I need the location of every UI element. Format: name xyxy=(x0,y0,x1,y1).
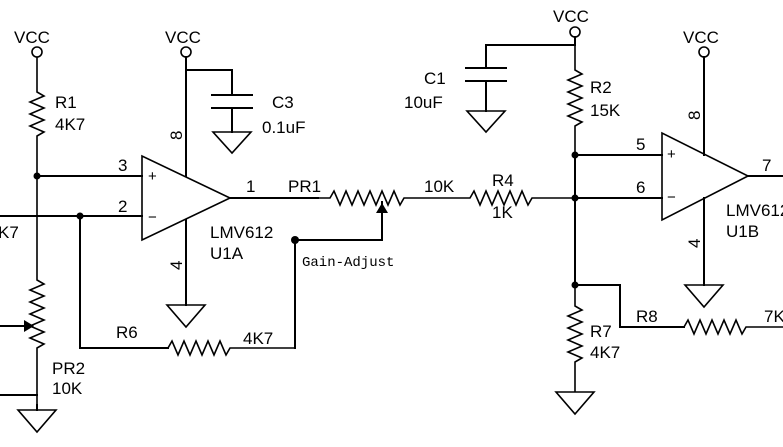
left-cut-label: K7 xyxy=(0,223,19,242)
r1-resistor: R1 4K7 xyxy=(27,57,85,176)
r2-value: 15K xyxy=(590,101,621,120)
c1-value: 10uF xyxy=(404,93,443,112)
u1a-pin8: 8 xyxy=(167,131,186,140)
r4-value: 1K xyxy=(492,203,513,222)
pr1-potentiometer: PR1 10K xyxy=(288,177,455,241)
u1b-pin6: 6 xyxy=(636,178,645,197)
c3-value: 0.1uF xyxy=(262,118,305,137)
vcc-label: VCC xyxy=(165,28,201,47)
u1b-part: LMV612 xyxy=(726,201,783,220)
u1a-plus: + xyxy=(148,168,157,185)
r4-resistor: R4 1K xyxy=(415,171,575,222)
ground-symbol xyxy=(683,284,725,309)
u1b-pin5: 5 xyxy=(636,135,645,154)
u1a-pin2: 2 xyxy=(118,197,127,216)
op-amp-u1a: + − 3 2 1 8 4 LMV612 U1A xyxy=(118,131,273,270)
wire-r8 xyxy=(574,284,685,328)
u1a-minus: − xyxy=(148,209,157,226)
u1b-pin8: 8 xyxy=(685,111,704,120)
r6-ref: R6 xyxy=(116,323,138,342)
u1a-part: LMV612 xyxy=(210,223,273,242)
vcc-r2: VCC xyxy=(553,7,589,38)
u1b-pin4: 4 xyxy=(685,239,704,248)
r8-resistor: R8 7K xyxy=(636,307,783,337)
r8-ref: R8 xyxy=(636,307,658,326)
c1-capacitor: C1 10uF xyxy=(404,67,507,134)
r2-ref: R2 xyxy=(590,78,612,97)
u1a-ref: U1A xyxy=(210,244,244,263)
op-amp-u1b: + − 5 6 7 8 4 LMV612 U1B xyxy=(636,111,783,248)
pr2-potentiometer: PR2 10K xyxy=(0,176,85,405)
pr2-value: 10K xyxy=(52,379,83,398)
c1-ref: C1 xyxy=(424,69,446,88)
r4-ref: R4 xyxy=(492,171,514,190)
pr2-ref: PR2 xyxy=(52,359,85,378)
r1-value: 4K7 xyxy=(55,115,85,134)
ground-symbol xyxy=(554,391,596,416)
u1b-ref: U1B xyxy=(726,222,759,241)
r7-value: 4K7 xyxy=(590,343,620,362)
r6-value: 4K7 xyxy=(243,329,273,348)
u1a-pin3: 3 xyxy=(118,156,127,175)
r2-resistor: R2 15K xyxy=(565,45,621,155)
gain-adjust-label: Gain-Adjust xyxy=(302,255,394,271)
vcc-label: VCC xyxy=(683,28,719,47)
u1b-minus: − xyxy=(667,189,676,206)
r8-value: 7K xyxy=(764,307,783,326)
pr1-value: 10K xyxy=(424,177,455,196)
ground-symbol xyxy=(165,304,207,329)
u1a-pin4: 4 xyxy=(167,261,186,270)
wire-r6-left xyxy=(79,215,169,349)
u1a-pin1: 1 xyxy=(246,177,255,196)
r6-resistor: R6 4K7 xyxy=(116,323,295,358)
u1b-pin7: 7 xyxy=(762,156,771,175)
wire-c3 xyxy=(185,69,233,96)
vcc-u1a: VCC xyxy=(165,28,201,58)
pr1-ref: PR1 xyxy=(288,177,321,196)
c3-capacitor: C3 0.1uF xyxy=(211,93,305,155)
vcc-label: VCC xyxy=(553,7,589,26)
c3-ref: C3 xyxy=(272,93,294,112)
vcc-u1b: VCC xyxy=(683,28,719,58)
vcc-label: VCC xyxy=(14,28,50,47)
r1-ref: R1 xyxy=(55,93,77,112)
ground-symbol xyxy=(16,404,58,434)
vcc-r1: VCC xyxy=(14,28,50,58)
r7-resistor: R7 4K7 xyxy=(565,285,620,392)
u1b-plus: + xyxy=(667,146,676,163)
r7-ref: R7 xyxy=(590,322,612,341)
wire-c1 xyxy=(485,36,576,69)
